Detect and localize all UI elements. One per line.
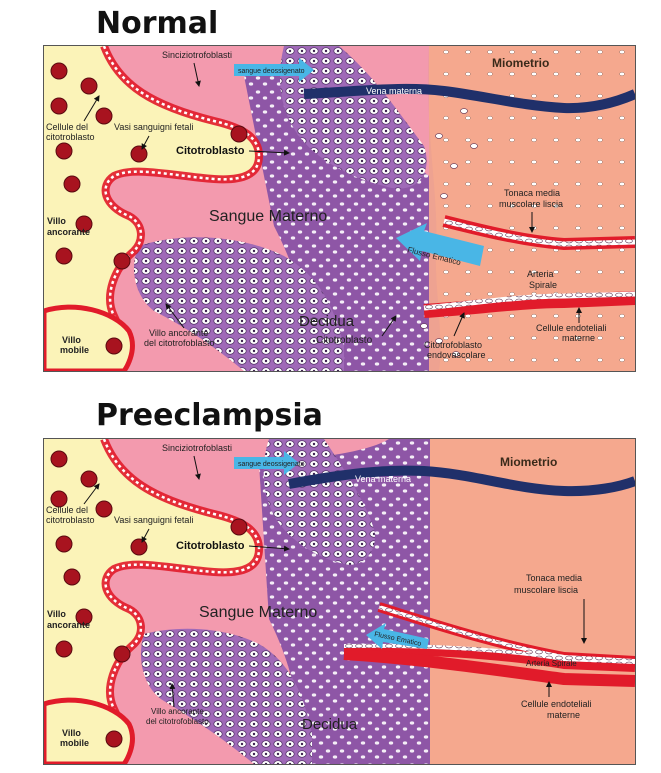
label-citotroblasto: Citotroblasto: [176, 145, 245, 157]
label-vasi-sanguigni: Vasi sanguigni fetali: [114, 122, 193, 132]
label-miometrio: Miometrio: [492, 56, 549, 70]
label-vasi-sanguigni: Vasi sanguigni fetali: [114, 515, 193, 525]
normal-diagram-svg: Sinciziotrofoblasti sangue deossigenato …: [44, 46, 635, 371]
panel-title-normal: Normal: [96, 6, 218, 41]
label-villo-mobile-1: Villo: [62, 335, 81, 345]
label-villo-mobile-2: mobile: [60, 345, 89, 355]
label-decidua: Decidua: [299, 313, 355, 330]
label-tonaca-1: Tonaca media: [526, 573, 582, 583]
label-endoteliali-1: Cellule endoteliali: [521, 699, 592, 709]
label-miometrio: Miometrio: [500, 455, 557, 469]
label-villo-ancorante-1: Villo: [47, 609, 66, 619]
label-endovascolare-2: endovascolare: [427, 350, 486, 360]
label-vena-materna: Vena materna: [366, 86, 422, 96]
label-cellule-citotroblasto-2: citotroblasto: [46, 132, 95, 142]
label-sinciziotrofoblasti: Sinciziotrofoblasti: [162, 50, 232, 60]
label-arteria-2: Spirale: [529, 280, 557, 290]
label-sangue-deossigenato: sangue deossigenato: [238, 461, 305, 468]
label-citotroblasto: Citotroblasto: [176, 540, 245, 552]
label-villo-ancorante-cito-2: del citotrofoblasto: [146, 717, 209, 726]
label-endovascolare-1: Citotrofoblasto: [424, 340, 482, 350]
label-vena-materna: Vena materna: [355, 474, 411, 484]
label-citotroblasto-2: Citotroblasto: [316, 335, 373, 346]
preeclampsia-diagram: Sinciziotrofoblasti sangue deossigenato …: [43, 438, 636, 765]
normal-diagram: Sinciziotrofoblasti sangue deossigenato …: [43, 45, 636, 372]
label-villo-ancorante-2: ancorante: [47, 620, 90, 630]
label-endoteliali-2: materne: [547, 710, 580, 720]
label-villo-mobile-2: mobile: [60, 738, 89, 748]
label-villo-ancorante-1: Villo: [47, 216, 66, 226]
label-arteria-1: Arteria: [527, 269, 554, 279]
label-arteria-spirale: Arteria Spirale: [526, 659, 577, 668]
panel-title-preeclampsia: Preeclampsia: [96, 398, 323, 433]
label-tonaca-2: muscolare liscia: [514, 585, 578, 595]
label-villo-ancorante-2: ancorante: [47, 227, 90, 237]
label-villo-ancorante-cito-1: Villo ancorante: [151, 707, 204, 716]
label-cellule-citotroblasto-1: Cellule del: [46, 122, 88, 132]
label-endoteliali-2: materne: [562, 333, 595, 343]
label-villo-ancorante-cito-2: del citotrofoblasto: [144, 338, 215, 348]
label-sinciziotrofoblasti: Sinciziotrofoblasti: [162, 443, 232, 453]
label-villo-ancorante-cito-1: Villo ancorante: [149, 328, 208, 338]
label-cellule-citotroblasto-2: citotroblasto: [46, 515, 95, 525]
preeclampsia-diagram-svg: Sinciziotrofoblasti sangue deossigenato …: [44, 439, 635, 764]
label-sangue-materno: Sangue Materno: [209, 208, 327, 225]
label-villo-mobile-1: Villo: [62, 728, 81, 738]
label-decidua: Decidua: [302, 716, 358, 733]
label-sangue-deossigenato: sangue deossigenato: [238, 68, 305, 75]
label-cellule-citotroblasto-1: Cellule del: [46, 505, 88, 515]
label-tonaca-1: Tonaca media: [504, 188, 560, 198]
label-tonaca-2: muscolare liscia: [499, 199, 563, 209]
label-endoteliali-1: Cellule endoteliali: [536, 323, 607, 333]
label-sangue-materno: Sangue Materno: [199, 604, 317, 621]
